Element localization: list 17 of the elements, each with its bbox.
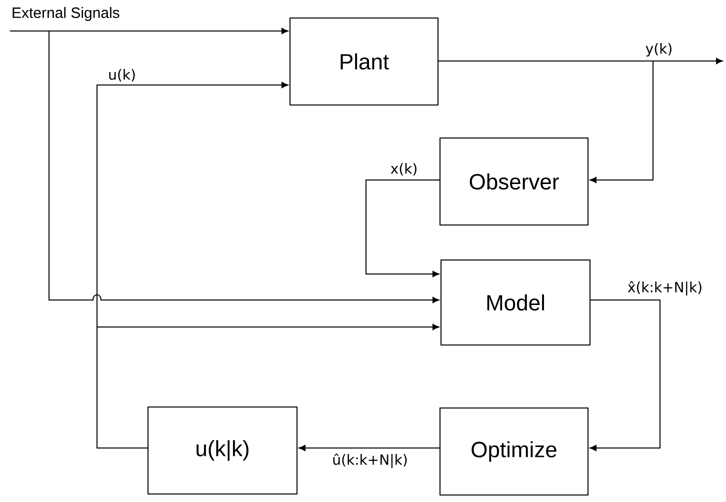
arrow bbox=[438, 60, 654, 184]
process-box: Optimize bbox=[440, 408, 588, 496]
signal-label: External Signals bbox=[12, 7, 120, 21]
arrow bbox=[10, 30, 440, 304]
edge-label: y(k) bbox=[644, 42, 674, 58]
edge-label: u(k) bbox=[107, 68, 137, 82]
edge-label: x(k) bbox=[389, 162, 419, 176]
process-box: u(k|k) bbox=[148, 406, 298, 494]
arrow bbox=[298, 444, 440, 452]
edge-label: û(k:k+N|k) bbox=[331, 452, 409, 469]
process-box: Model bbox=[440, 260, 590, 346]
arrow bbox=[366, 180, 440, 278]
arrow bbox=[96, 324, 440, 448]
edge-label: x̂(k:k+N|k) bbox=[626, 280, 704, 296]
arrow bbox=[590, 300, 660, 452]
process-box: Observer bbox=[440, 138, 588, 226]
process-box: Plant bbox=[290, 18, 438, 106]
